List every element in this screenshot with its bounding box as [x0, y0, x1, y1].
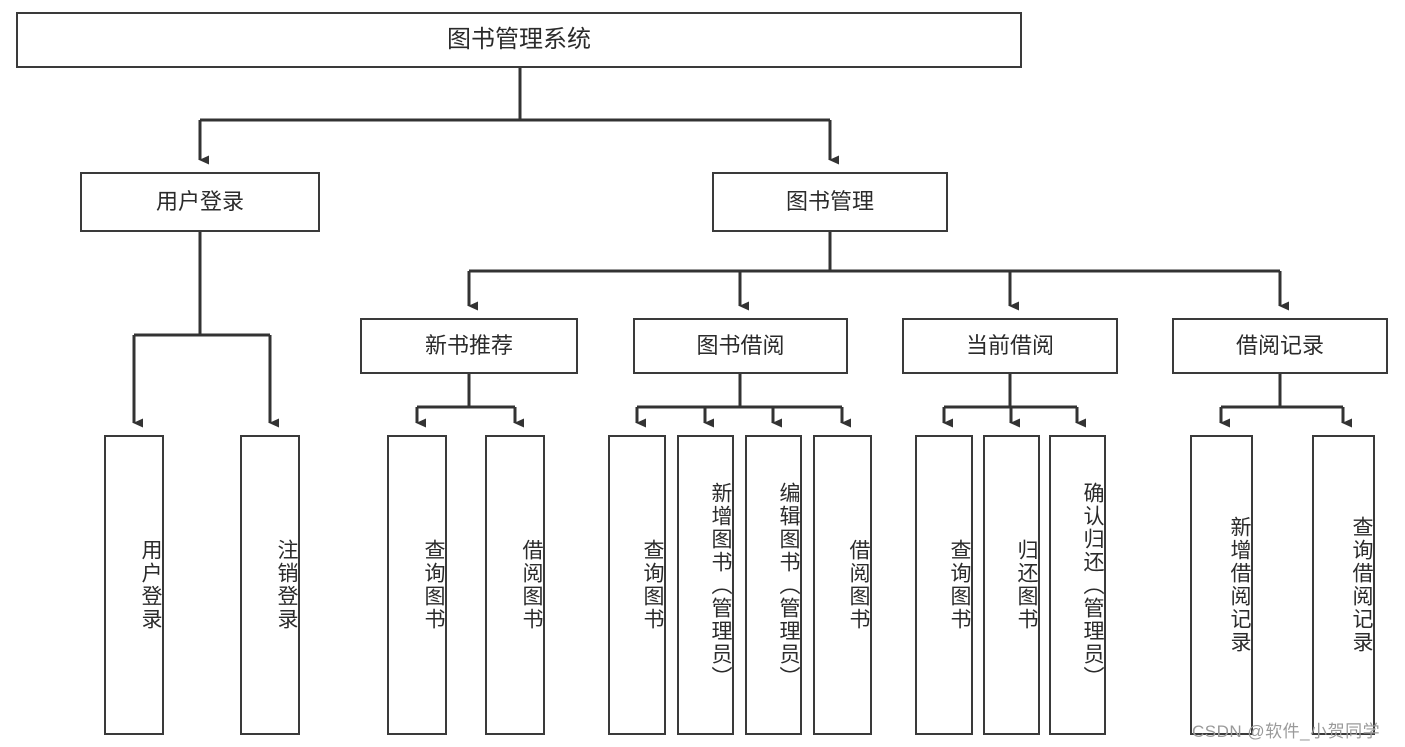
- leaf-user-login-label: 用户登录: [139, 539, 162, 631]
- leaf-query-book-2[interactable]: 查询图书: [608, 435, 666, 735]
- node-user-login[interactable]: 用户登录: [80, 172, 320, 232]
- leaf-add-record-label: 新增借阅记录: [1228, 516, 1251, 654]
- node-book-manage[interactable]: 图书管理: [712, 172, 948, 232]
- leaf-query-record-label: 查询借阅记录: [1350, 516, 1373, 654]
- node-current-borrow-label: 当前借阅: [965, 333, 1054, 359]
- leaf-add-record[interactable]: 新增借阅记录: [1190, 435, 1253, 735]
- leaf-edit-book[interactable]: 编辑图书（管理员）: [745, 435, 802, 735]
- leaf-return-book[interactable]: 归还图书: [983, 435, 1040, 735]
- leaf-borrow-book-1-label: 借阅图书: [520, 539, 543, 631]
- node-book-borrow-label: 图书借阅: [696, 333, 785, 359]
- node-book-borrow[interactable]: 图书借阅: [633, 318, 848, 374]
- leaf-query-book-2-label: 查询图书: [641, 539, 664, 631]
- leaf-return-book-label: 归还图书: [1015, 539, 1038, 631]
- node-new-book-rec-label: 新书推荐: [424, 333, 513, 359]
- node-root[interactable]: 图书管理系统: [16, 12, 1022, 68]
- node-new-book-rec[interactable]: 新书推荐: [360, 318, 578, 374]
- leaf-query-book-1-label: 查询图书: [422, 539, 445, 631]
- node-borrow-record[interactable]: 借阅记录: [1172, 318, 1388, 374]
- leaf-logout-label: 注销登录: [275, 539, 298, 631]
- node-current-borrow[interactable]: 当前借阅: [902, 318, 1118, 374]
- leaf-borrow-book-2-label: 借阅图书: [847, 539, 870, 631]
- leaf-confirm-return[interactable]: 确认归还（管理员）: [1049, 435, 1106, 735]
- node-book-manage-label: 图书管理: [785, 189, 874, 215]
- leaf-user-login[interactable]: 用户登录: [104, 435, 164, 735]
- leaf-borrow-book-1[interactable]: 借阅图书: [485, 435, 545, 735]
- leaf-query-record[interactable]: 查询借阅记录: [1312, 435, 1375, 735]
- node-user-login-label: 用户登录: [155, 189, 244, 215]
- leaf-borrow-book-2[interactable]: 借阅图书: [813, 435, 872, 735]
- leaf-logout[interactable]: 注销登录: [240, 435, 300, 735]
- node-root-label: 图书管理系统: [447, 25, 591, 53]
- leaf-query-book-1[interactable]: 查询图书: [387, 435, 447, 735]
- node-borrow-record-label: 借阅记录: [1235, 333, 1324, 359]
- watermark: CSDN @软件_小贺同学: [1192, 722, 1381, 741]
- leaf-add-book-label: 新增图书（管理员）: [709, 481, 732, 689]
- leaf-query-book-3-label: 查询图书: [948, 539, 971, 631]
- leaf-add-book[interactable]: 新增图书（管理员）: [677, 435, 734, 735]
- leaf-edit-book-label: 编辑图书（管理员）: [777, 481, 800, 689]
- leaf-query-book-3[interactable]: 查询图书: [915, 435, 973, 735]
- leaf-confirm-return-label: 确认归还（管理员）: [1081, 481, 1104, 689]
